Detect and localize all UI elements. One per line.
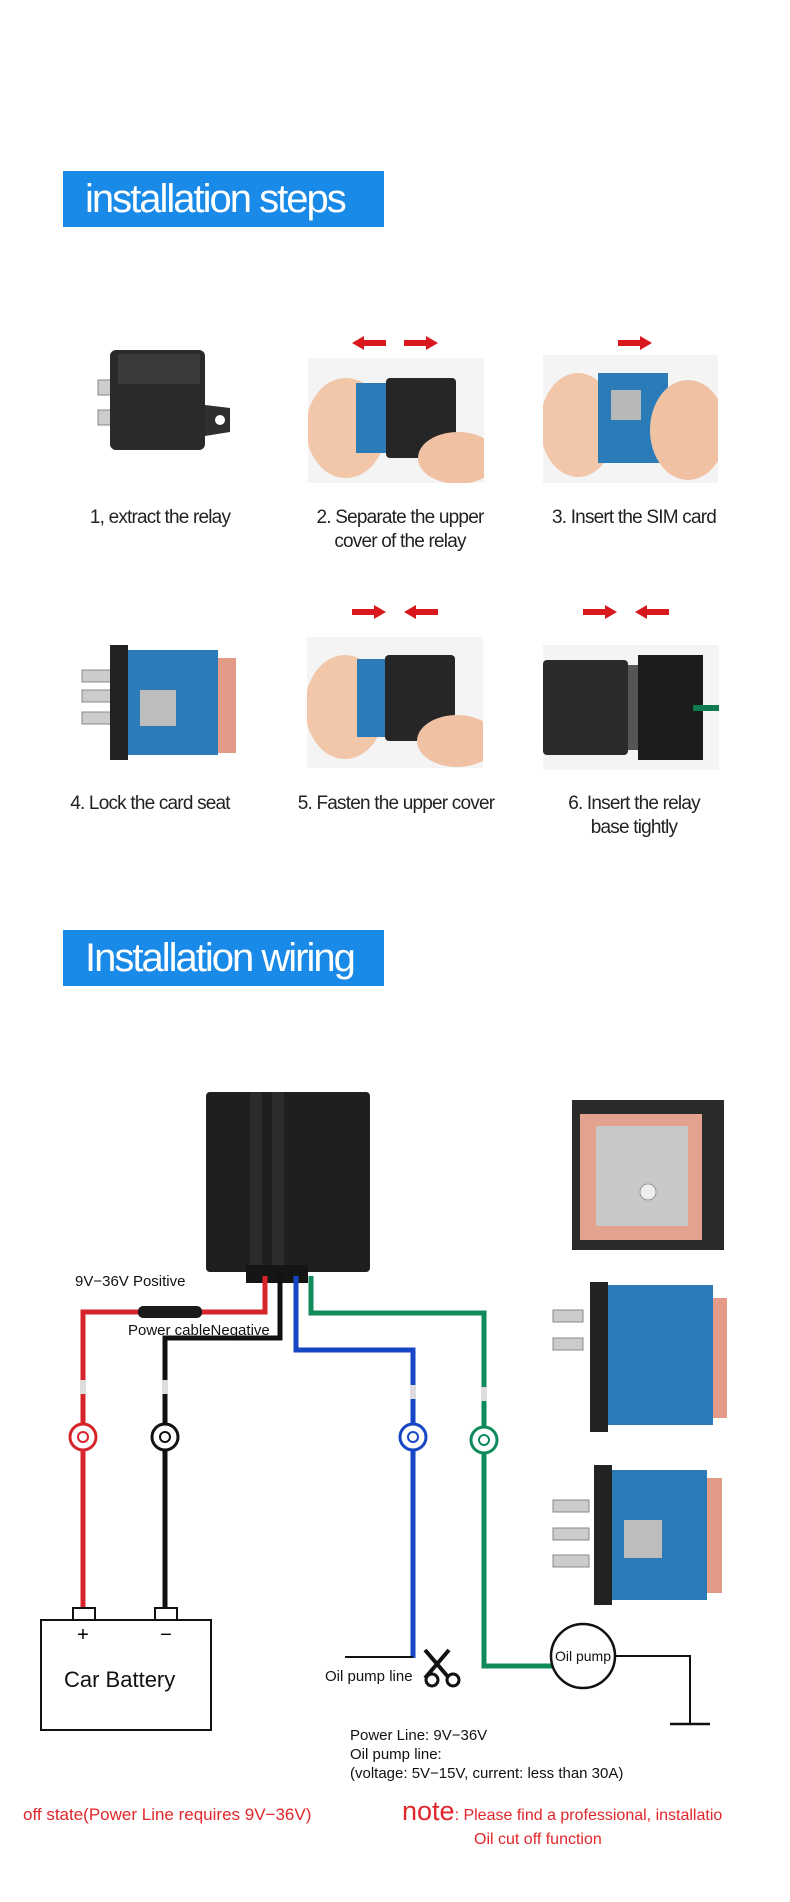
board-sim-image [552,1465,722,1605]
wiring-diagram: + − Car Battery 9V−36V Positive Power ca… [40,1092,727,1782]
positive-label: 9V−36V Positive [75,1273,186,1290]
step-1-caption: 1, extract the relay [40,506,280,530]
arrow-right-icon [352,605,386,619]
note-word: note [402,1796,455,1826]
lock-card-seat-image [81,645,236,760]
plus-sign: + [77,1624,89,1646]
note-text: : Please find a professional, installati… [454,1807,723,1824]
gps-antenna-image [572,1100,724,1250]
caption-line: cover of the relay [334,531,466,552]
negative-label: Power cableNegative [128,1322,270,1339]
caption-line: 5. Fasten the upper cover [297,793,495,814]
oil-pump-label: Oil pump [555,1648,611,1664]
fasten-cover-image [307,637,483,768]
section-title-installation-steps: installation steps [63,171,384,227]
spec-line-2: Oil pump line: [350,1746,442,1763]
board-image [552,1282,727,1432]
battery-label: Car Battery [64,1667,175,1692]
oil-pump-line-label: Oil pump line [325,1668,413,1685]
step-2-caption: 2. Separate the upper cover of the relay [280,506,520,554]
note-line-1: note: Please find a professional, instal… [402,1796,722,1827]
caption-line: 6. Insert the relay [568,793,700,814]
blue-wire [293,1276,416,1658]
note-line-2: Oil cut off function [474,1831,602,1848]
caption-line: 4. Lock the card seat [70,793,230,814]
black-wire [162,1276,283,1620]
ground-line [615,1655,691,1724]
step-4-caption: 4. Lock the card seat [30,792,270,816]
spec-line-1: Power Line: 9V−36V [350,1727,487,1744]
arrow-right-icon [404,336,438,350]
tracker-device [206,1092,370,1283]
caption-line: 2. Separate the upper [316,507,484,528]
relay-image [97,350,230,450]
step-5-caption: 5. Fasten the upper cover [276,792,516,816]
step-6-caption: 6. Insert the relay base tightly [514,792,754,840]
arrow-left-icon [635,605,669,619]
separate-cover-image [308,358,484,483]
arrow-left-icon [404,605,438,619]
caption-line: 3. Insert the SIM card [551,507,717,528]
car-battery [40,1607,212,1731]
caption-line: 1, extract the relay [89,507,231,528]
caption-line: base tightly [590,817,678,838]
scissors-icon [423,1648,461,1688]
spec-line-3: (voltage: 5V−15V, current: less than 30A… [350,1765,623,1782]
arrow-left-icon [352,336,386,350]
arrow-right-icon [618,336,652,350]
insert-sim-image [543,355,718,483]
power-note: off state(Power Line requires 9V−36V) [23,1805,312,1824]
green-wire [308,1276,555,1669]
section-title-installation-wiring: Installation wiring [63,930,384,986]
minus-sign: − [160,1624,172,1646]
arrow-right-icon [583,605,617,619]
fuse [138,1306,202,1318]
insert-relay-base-image [543,645,719,770]
step-3-caption: 3. Insert the SIM card [514,506,754,530]
